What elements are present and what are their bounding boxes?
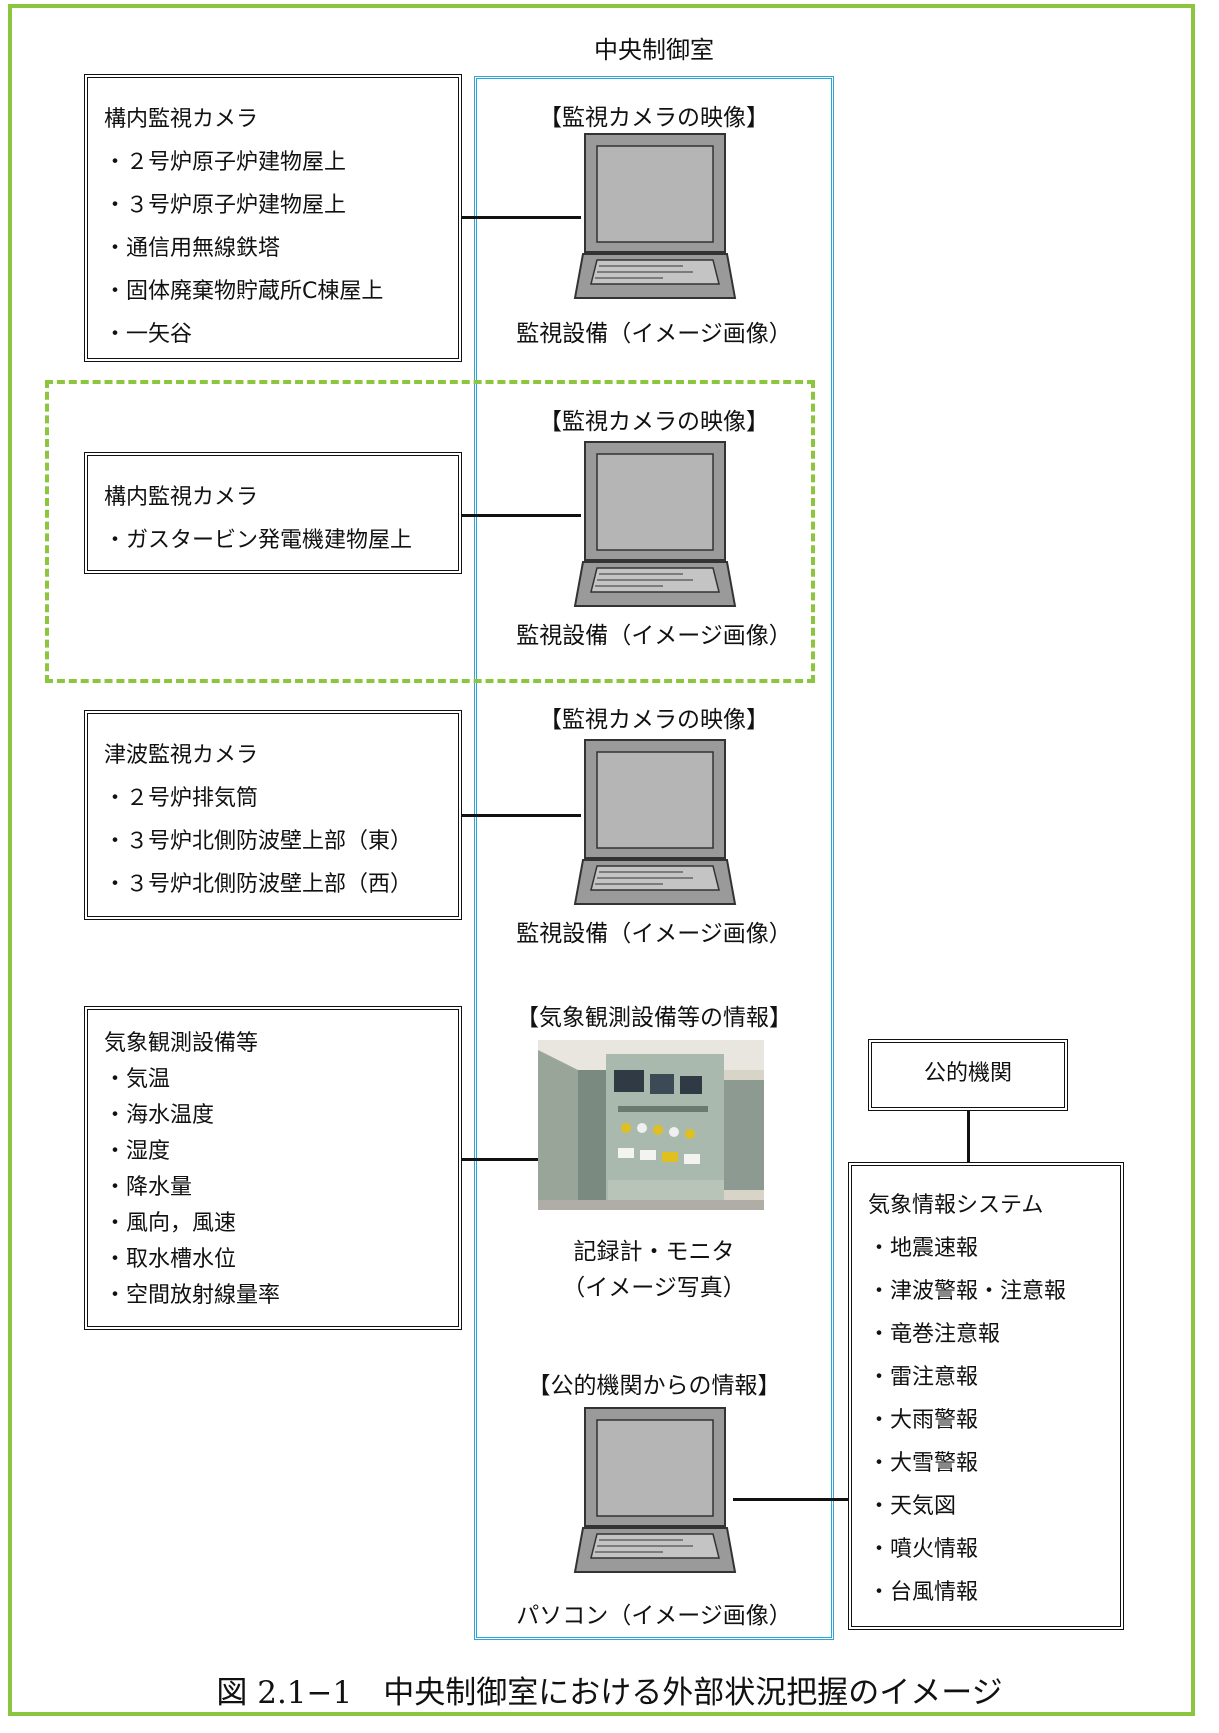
weather-item: ・天気図 — [868, 1494, 957, 1519]
device-label: 監視設備（イメージ画像） — [516, 321, 792, 347]
source-item: ・２号炉原子炉建物屋上 — [104, 150, 347, 175]
source-item: ・通信用無線鉄塔 — [104, 236, 281, 261]
laptop-icon — [573, 132, 737, 332]
source-box-title: 構内監視カメラ — [104, 485, 259, 510]
source-item: ・３号炉北側防波壁上部（東） — [104, 829, 413, 854]
source-box-onsite-cameras-2: 構内監視カメラ ・ガスタービン発電機建物屋上 — [84, 452, 462, 574]
weather-item: ・雷注意報 — [868, 1365, 979, 1390]
control-panel-photo — [538, 1040, 764, 1210]
source-item: ・３号炉原子炉建物屋上 — [104, 193, 347, 218]
group-header: 【公的機関からの情報】 — [527, 1373, 781, 1399]
laptop-icon — [573, 738, 737, 938]
figure-caption: 図 2.1−1 中央制御室における外部状況把握のイメージ — [216, 1675, 1003, 1711]
device-label: 監視設備（イメージ画像） — [516, 623, 792, 649]
central-room-title: 中央制御室 — [594, 36, 714, 64]
outer-frame — [8, 4, 1195, 1716]
weather-system-title: 気象情報システム — [868, 1193, 1044, 1218]
weather-item: ・台風情報 — [868, 1580, 979, 1605]
device-label-line: （イメージ写真） — [562, 1275, 746, 1301]
new-equipment-highlight — [45, 380, 815, 683]
source-item: ・湿度 — [104, 1139, 171, 1164]
weather-information-system-box: 気象情報システム ・地震速報 ・津波警報・注意報 ・竜巻注意報 ・雷注意報 ・大… — [848, 1162, 1124, 1630]
weather-item: ・大雨警報 — [868, 1408, 979, 1433]
source-item: ・３号炉北側防波壁上部（西） — [104, 872, 413, 897]
source-box-onsite-cameras-1: 構内監視カメラ ・２号炉原子炉建物屋上 ・３号炉原子炉建物屋上 ・通信用無線鉄塔… — [84, 74, 462, 362]
connector-line — [462, 514, 581, 517]
source-item: ・降水量 — [104, 1175, 193, 1200]
source-item: ・一矢谷 — [104, 322, 193, 347]
device-label: パソコン（イメージ画像） — [516, 1603, 792, 1629]
source-box-title: 気象観測設備等 — [104, 1031, 259, 1056]
connector-line — [733, 1498, 848, 1501]
source-item: ・２号炉排気筒 — [104, 786, 259, 811]
source-item: ・ガスタービン発電機建物屋上 — [104, 528, 413, 553]
laptop-icon — [573, 1406, 737, 1606]
weather-item: ・地震速報 — [868, 1236, 979, 1261]
device-label-line: 記録計・モニタ — [573, 1239, 735, 1265]
central-control-room-boundary — [474, 76, 834, 1640]
weather-item: ・大雪警報 — [868, 1451, 979, 1476]
source-box-tsunami-cameras: 津波監視カメラ ・２号炉排気筒 ・３号炉北側防波壁上部（東） ・３号炉北側防波壁… — [84, 710, 462, 920]
weather-item: ・噴火情報 — [868, 1537, 979, 1562]
connector-line — [462, 216, 581, 219]
weather-item: ・竜巻注意報 — [868, 1322, 1001, 1347]
group-header: 【気象観測設備等の情報】 — [516, 1005, 792, 1031]
source-item: ・空間放射線量率 — [104, 1283, 281, 1308]
source-item: ・海水温度 — [104, 1103, 215, 1128]
public-organization-box: 公的機関 — [868, 1039, 1068, 1111]
group-header: 【監視カメラの映像】 — [539, 707, 769, 733]
connector-line — [462, 1158, 540, 1161]
source-box-title: 津波監視カメラ — [104, 743, 259, 768]
connector-line — [462, 814, 581, 817]
connector-line — [967, 1111, 970, 1162]
device-label: 監視設備（イメージ画像） — [516, 921, 792, 947]
group-header: 【監視カメラの映像】 — [539, 105, 769, 131]
group-header: 【監視カメラの映像】 — [539, 409, 769, 435]
source-item: ・気温 — [104, 1067, 171, 1092]
source-item: ・風向，風速 — [104, 1211, 237, 1236]
source-item: ・取水槽水位 — [104, 1247, 237, 1272]
laptop-icon — [573, 440, 737, 640]
source-box-weather-observation: 気象観測設備等 ・気温 ・海水温度 ・湿度 ・降水量 ・風向，風速 ・取水槽水位… — [84, 1006, 462, 1330]
source-box-title: 構内監視カメラ — [104, 107, 259, 132]
source-item: ・固体廃棄物貯蔵所C棟屋上 — [104, 279, 384, 304]
weather-item: ・津波警報・注意報 — [868, 1279, 1067, 1304]
